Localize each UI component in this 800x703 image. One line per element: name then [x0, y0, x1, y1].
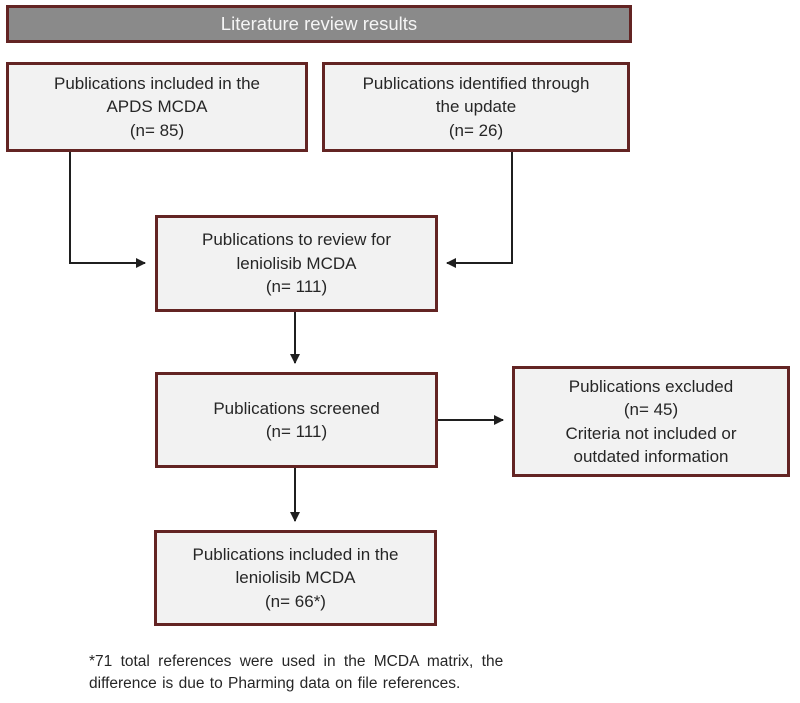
box-publications-identified-update: Publications identified through the upda… [322, 62, 630, 152]
header-box-literature-review-results: Literature review results [6, 5, 632, 43]
footnote-line2: difference is due to Pharming data on fi… [89, 675, 461, 693]
box-publications-excluded: Publications excluded (n= 45) Criteria n… [512, 366, 790, 477]
box-included-text: Publications included in the leniolisib … [192, 544, 399, 611]
box-apds-text: Publications included in the APDS MCDA (… [53, 73, 261, 140]
box-publications-screened: Publications screened (n= 111) [155, 372, 438, 468]
box-review-text: Publications to review for leniolisib MC… [202, 230, 391, 297]
box-publications-included-apds-mcda: Publications included in the APDS MCDA (… [6, 62, 308, 152]
header-label: Literature review results [220, 13, 418, 34]
arrow-update-to-review [446, 152, 513, 268]
box-publications-to-review-leniolisib: Publications to review for leniolisib MC… [155, 215, 438, 312]
arrow-apds-to-review [69, 152, 146, 268]
footnote: *71 total references were used in the MC… [89, 651, 559, 696]
footnote-line1: *71 total references were used in the MC… [89, 653, 504, 670]
box-screened-text: Publications screened (n= 111) [213, 398, 380, 441]
box-publications-included-leniolisib: Publications included in the leniolisib … [154, 530, 437, 626]
box-update-text: Publications identified through the upda… [362, 73, 590, 140]
box-excluded-text: Publications excluded (n= 45) Criteria n… [565, 376, 737, 466]
